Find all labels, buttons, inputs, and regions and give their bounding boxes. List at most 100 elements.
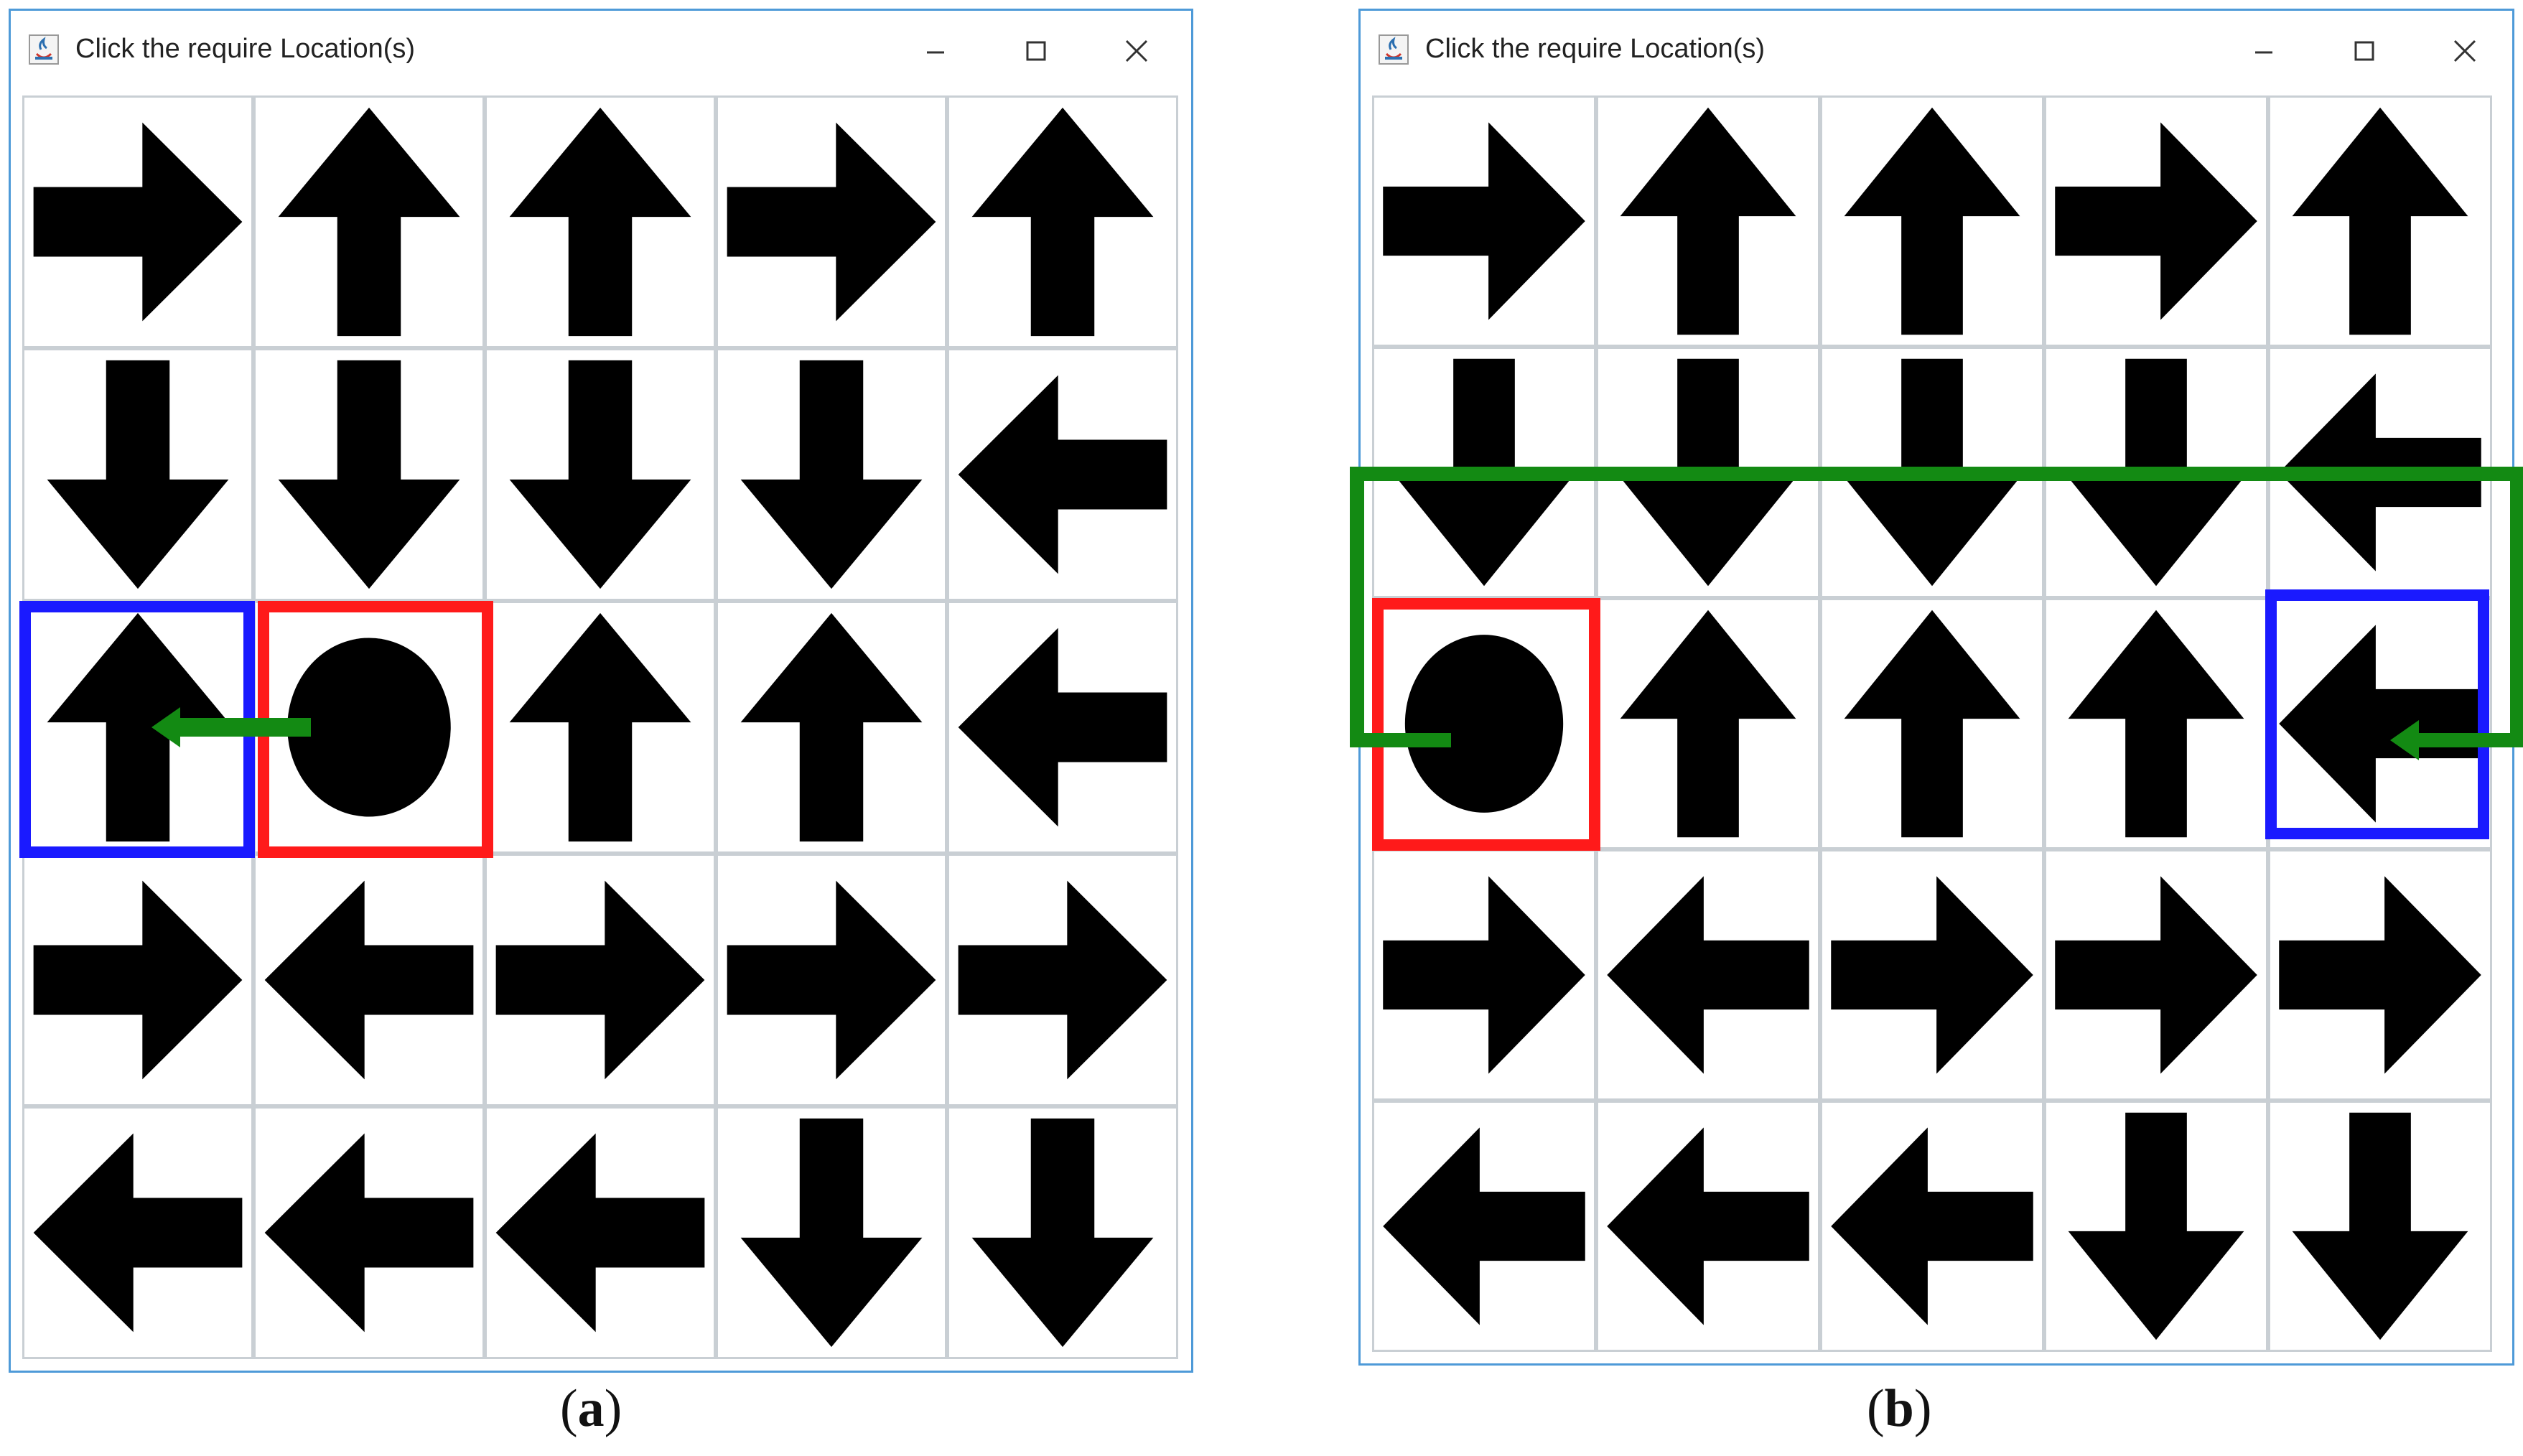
grid-cell[interactable] — [22, 1106, 253, 1359]
arrow-up-icon — [1844, 107, 2020, 335]
grid-cell[interactable] — [947, 854, 1178, 1106]
grid-cell[interactable] — [1596, 598, 1820, 849]
grid-cell[interactable] — [2268, 95, 2492, 347]
grid-cell[interactable] — [22, 95, 253, 348]
grid-cell[interactable] — [2044, 1101, 2268, 1352]
arrow-up-icon — [2292, 107, 2468, 335]
arrow-left-icon — [264, 880, 474, 1080]
grid-cell[interactable] — [22, 854, 253, 1106]
arrow-grid — [22, 95, 1180, 1359]
grid-cell[interactable] — [716, 95, 947, 348]
grid-cell[interactable] — [253, 601, 485, 854]
arrow-right-icon — [2279, 876, 2481, 1074]
grid-cell[interactable] — [485, 348, 716, 601]
grid-cell[interactable] — [1820, 95, 2044, 347]
arrow-right-icon — [727, 880, 936, 1080]
grid-cell[interactable] — [2268, 849, 2492, 1101]
grid-cell[interactable] — [253, 348, 485, 601]
grid-cell[interactable] — [485, 854, 716, 1106]
grid-cell[interactable] — [22, 348, 253, 601]
arrow-left-icon — [1831, 1127, 2033, 1325]
grid-cell[interactable] — [1372, 598, 1596, 849]
arrow-right-icon — [33, 122, 243, 322]
arrow-left-icon — [958, 375, 1167, 574]
maximize-icon[interactable] — [1015, 31, 1058, 71]
grid-cell[interactable] — [947, 601, 1178, 854]
grid-cell[interactable] — [2044, 95, 2268, 347]
minimize-icon[interactable] — [2242, 31, 2285, 71]
grid-cell[interactable] — [2044, 347, 2268, 598]
grid-cell[interactable] — [2044, 849, 2268, 1101]
grid-cell[interactable] — [253, 95, 485, 348]
grid-cell[interactable] — [2268, 347, 2492, 598]
arrow-down-icon — [740, 1118, 923, 1348]
grid-cell[interactable] — [947, 95, 1178, 348]
grid-cell[interactable] — [485, 1106, 716, 1359]
arrow-left-icon — [1607, 876, 1809, 1074]
grid-cell[interactable] — [2044, 598, 2268, 849]
grid-cell[interactable] — [716, 348, 947, 601]
grid-cell[interactable] — [485, 95, 716, 348]
arrow-up-icon — [740, 612, 923, 842]
arrow-right-icon — [33, 880, 243, 1080]
arrow-right-icon — [495, 880, 705, 1080]
arrow-down-icon — [2068, 358, 2244, 587]
arrow-left-icon — [958, 627, 1167, 827]
arrow-left-icon — [1383, 1127, 1585, 1325]
grid-cell[interactable] — [22, 601, 253, 854]
caption-b: (b) — [1867, 1379, 1932, 1438]
grid-cell[interactable] — [1372, 95, 1596, 347]
grid-cell[interactable] — [1820, 1101, 2044, 1352]
arrow-right-icon — [2055, 876, 2257, 1074]
panel-a: Click the require Location(s) (a) — [0, 0, 1221, 1456]
grid-cell[interactable] — [253, 854, 485, 1106]
grid-cell[interactable] — [947, 1106, 1178, 1359]
arrow-left-icon — [495, 1133, 705, 1333]
arrow-down-icon — [2068, 1112, 2244, 1340]
grid-cell[interactable] — [1820, 849, 2044, 1101]
close-icon[interactable] — [2443, 31, 2486, 71]
grid-cell[interactable] — [485, 601, 716, 854]
grid-cell[interactable] — [1596, 95, 1820, 347]
grid-cell[interactable] — [1372, 849, 1596, 1101]
grid-cell[interactable] — [2268, 1101, 2492, 1352]
arrow-up-icon — [1844, 610, 2020, 838]
arrow-down-icon — [740, 360, 923, 589]
close-icon[interactable] — [1115, 31, 1158, 71]
arrow-right-icon — [1383, 122, 1585, 320]
arrow-up-icon — [47, 612, 229, 842]
arrow-left-icon — [1607, 1127, 1809, 1325]
arrow-down-icon — [47, 360, 229, 589]
grid-cell[interactable] — [1596, 1101, 1820, 1352]
grid-cell[interactable] — [1372, 347, 1596, 598]
minimize-icon[interactable] — [914, 31, 957, 71]
grid-cell[interactable] — [947, 348, 1178, 601]
grid-cell[interactable] — [1596, 347, 1820, 598]
arrow-down-icon — [278, 360, 460, 589]
grid-cell[interactable] — [716, 854, 947, 1106]
arrow-right-icon — [958, 880, 1167, 1080]
title-bar: Click the require Location(s) — [1361, 11, 2512, 90]
grid-cell[interactable] — [253, 1106, 485, 1359]
arrow-left-icon — [264, 1133, 474, 1333]
arrow-down-icon — [1620, 358, 1796, 587]
grid-cell[interactable] — [2268, 598, 2492, 849]
java-app-icon — [1379, 34, 1409, 65]
arrow-down-icon — [1844, 358, 2020, 587]
grid-cell[interactable] — [716, 601, 947, 854]
arrow-up-icon — [509, 612, 691, 842]
caption-a: (a) — [560, 1379, 622, 1438]
grid-cell[interactable] — [1596, 849, 1820, 1101]
circle-icon — [1404, 635, 1564, 813]
grid-cell[interactable] — [1820, 347, 2044, 598]
arrow-down-icon — [1396, 358, 1572, 587]
arrow-right-icon — [1831, 876, 2033, 1074]
grid-cell[interactable] — [1820, 598, 2044, 849]
arrow-up-icon — [509, 107, 691, 337]
arrow-up-icon — [971, 107, 1154, 337]
arrow-down-icon — [2292, 1112, 2468, 1340]
maximize-icon[interactable] — [2343, 31, 2386, 71]
window-a: Click the require Location(s) — [9, 9, 1193, 1373]
grid-cell[interactable] — [716, 1106, 947, 1359]
grid-cell[interactable] — [1372, 1101, 1596, 1352]
